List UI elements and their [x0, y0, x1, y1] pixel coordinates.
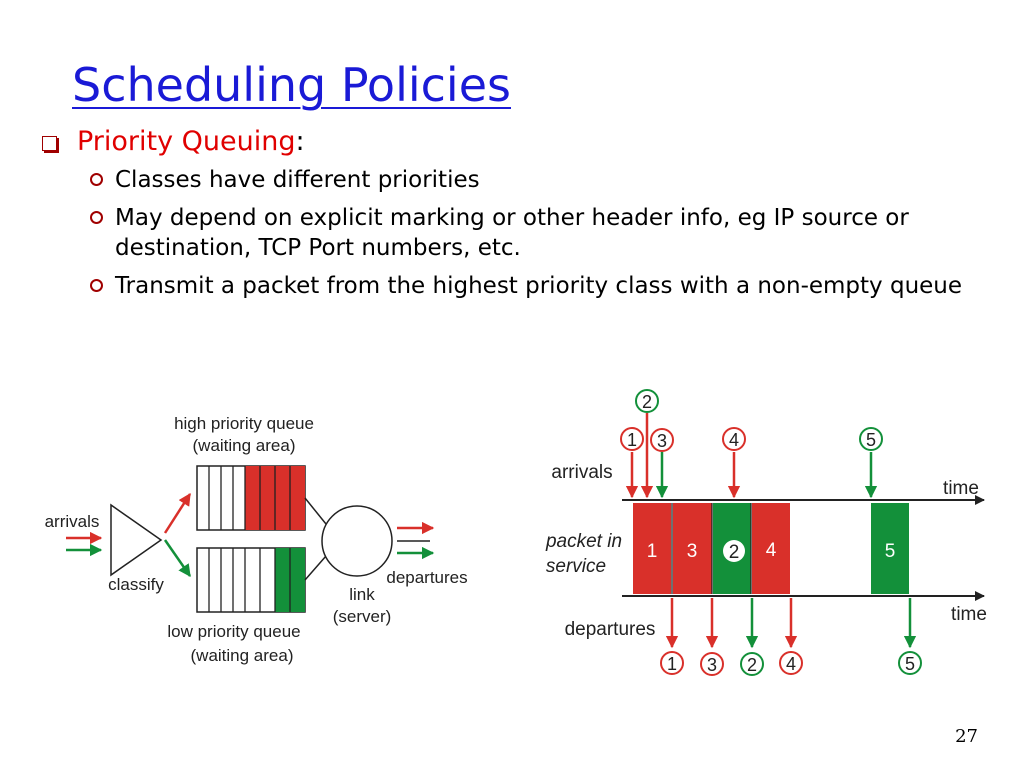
sub-bullet-text: Classes have different priorities: [115, 167, 480, 193]
arrival-marker-label: 3: [657, 431, 667, 451]
low-queue-sublabel: (waiting area): [191, 646, 294, 665]
arrival-marker-1: [620, 427, 644, 451]
bullet-text: Priority Queuing:: [77, 126, 305, 157]
low-priority-queue: [196, 547, 306, 613]
arrival-marker-2: [635, 389, 659, 413]
sub-bullet-list: Classes have different priorities May de…: [90, 165, 1002, 301]
page-number: 27: [955, 726, 978, 747]
departure-marker-4: [779, 651, 803, 675]
arrival-marker-5: [859, 427, 883, 451]
service-packet-5: [871, 503, 909, 594]
departure-arrows: [665, 598, 917, 649]
arrival-marker-3: [650, 428, 674, 452]
service-packet-4: [752, 503, 790, 594]
departure-markers: 1 3 2 4 5: [660, 651, 922, 676]
link-label: link: [349, 585, 375, 604]
service-packet-label: 3: [687, 541, 698, 562]
time-label-top: time: [943, 478, 979, 499]
circle-bullet-icon: [90, 211, 103, 224]
service-packet-2-badge: [723, 540, 745, 562]
low-queue-label: low priority queue: [167, 622, 300, 641]
packet-in-service-label: packet in: [545, 531, 622, 552]
high-queue-slot-dividers: [208, 466, 291, 530]
service-packet-1: [633, 503, 671, 594]
service-packet-label: 2: [729, 542, 740, 563]
arrival-marker-label: 4: [729, 430, 739, 450]
service-label: service: [546, 556, 606, 577]
queue-arrivals-label: arrivals: [45, 512, 100, 531]
bullet-suffix: :: [295, 126, 305, 157]
arrival-marker-label: 2: [642, 392, 652, 412]
service-packets: 1 3 2 4 5: [633, 503, 909, 594]
bullet-list: Priority Queuing: Classes have different…: [42, 126, 1002, 309]
time-label-bottom: time: [951, 604, 987, 625]
timeline-arrivals-label: arrivals: [551, 462, 612, 483]
bullet-highlight: Priority Queuing: [77, 126, 296, 157]
departure-marker-5: [898, 651, 922, 675]
low-queue-slot-dividers: [208, 548, 291, 612]
service-packet-label: 1: [647, 541, 658, 562]
high-queue-label: high priority queue: [174, 414, 314, 433]
departure-marker-2: [740, 652, 764, 676]
high-priority-queue: [196, 465, 306, 531]
sub-bullet-text: Transmit a packet from the highest prior…: [115, 273, 963, 299]
departure-marker-label: 2: [747, 655, 757, 675]
arrival-marker-4: [722, 427, 746, 451]
departure-marker-label: 4: [786, 654, 796, 674]
slide-title: Scheduling Policies: [72, 58, 511, 112]
timeline-diagram: arrivals packet in service departures 1 …: [545, 389, 987, 676]
link-server-circle: [321, 505, 393, 577]
service-packet-dividers: [671, 503, 752, 594]
classify-high-arrow: [163, 492, 192, 534]
circle-bullet-icon: [90, 279, 103, 292]
service-packet-label: 5: [885, 541, 896, 562]
classifier-triangle: [110, 503, 163, 577]
service-packet-label: 4: [766, 540, 777, 561]
square-bullet-icon: [42, 136, 57, 151]
sub-bullet-text: May depend on explicit marking or other …: [115, 205, 909, 261]
arrival-marker-label: 5: [866, 430, 876, 450]
sub-bullet-item: Classes have different priorities: [90, 165, 1002, 195]
circle-bullet-icon: [90, 173, 103, 186]
arrival-arrows: [625, 413, 878, 499]
queue-diagram: high priority queue (waiting area): [45, 414, 468, 665]
service-packet-3: [673, 503, 712, 594]
bullet-priority-queuing: Priority Queuing:: [42, 126, 1002, 157]
departure-marker-1: [660, 651, 684, 675]
classify-low-arrow: [163, 539, 192, 578]
timeline-departures-label: departures: [565, 619, 656, 640]
queue-departures-label: departures: [386, 568, 467, 587]
departure-marker-3: [700, 652, 724, 676]
high-queue-sublabel: (waiting area): [193, 436, 296, 455]
classify-label: classify: [108, 575, 164, 594]
low-queue-to-link-line: [304, 555, 327, 581]
sub-bullet-item: Transmit a packet from the highest prior…: [90, 271, 1002, 301]
sub-bullet-item: May depend on explicit marking or other …: [90, 203, 1002, 263]
high-queue-to-link-line: [304, 497, 327, 525]
arrival-markers: 1 2 3 4 5: [620, 389, 883, 452]
departure-marker-label: 3: [707, 655, 717, 675]
departure-marker-label: 1: [667, 654, 677, 674]
arrival-marker-label: 1: [627, 430, 637, 450]
server-label: (server): [333, 607, 392, 626]
departure-marker-label: 5: [905, 654, 915, 674]
